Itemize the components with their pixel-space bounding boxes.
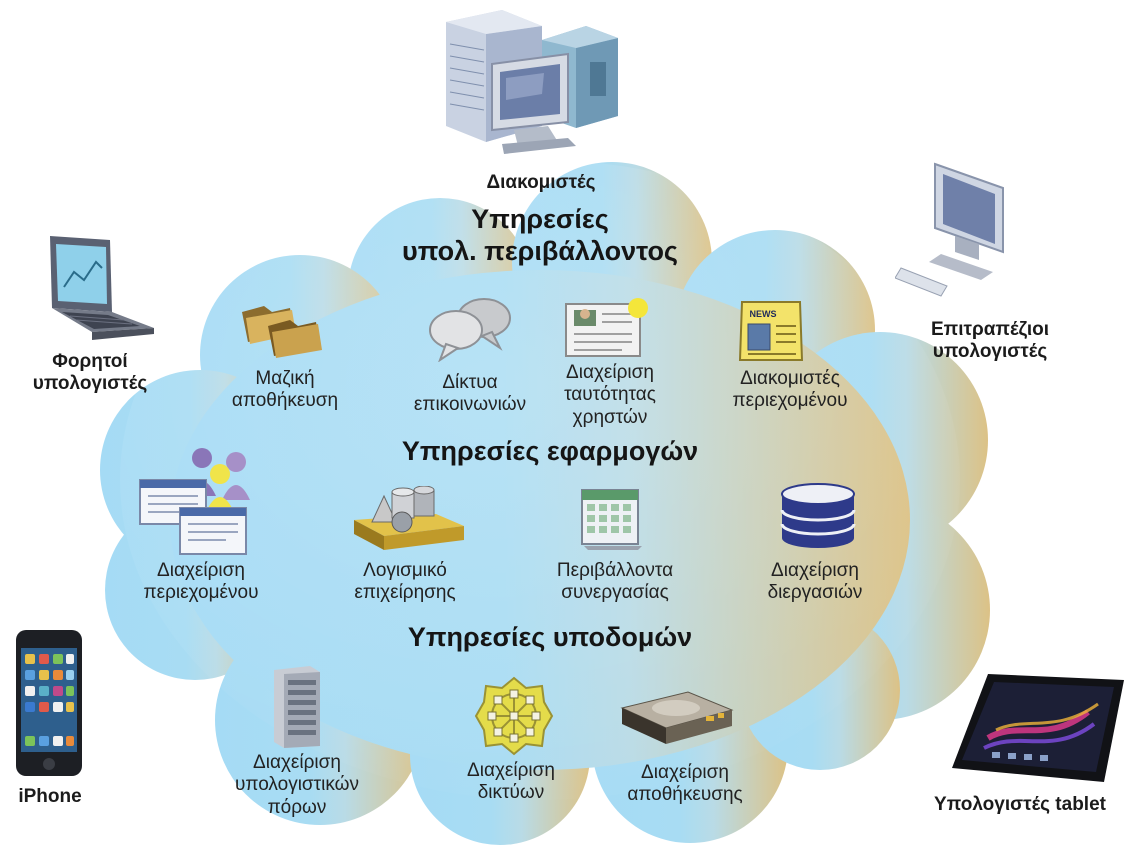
servers-icon <box>446 10 618 154</box>
iphone-label: iPhone <box>18 786 82 807</box>
database-icon <box>780 483 856 548</box>
id-card-icon <box>565 298 648 357</box>
svg-text:NEWS: NEWS <box>750 309 777 319</box>
newspaper-icon: NEWS <box>738 301 804 361</box>
iphone-icon <box>16 630 82 776</box>
shapes-tray-icon <box>354 486 464 550</box>
network-icon <box>474 676 554 756</box>
infrastructure-services-heading: Υπηρεσίες υποδομών <box>407 622 693 652</box>
laptop-icon <box>50 236 154 340</box>
desktop-icon <box>895 162 1004 297</box>
tablet-label: Υπολογιστές tablet <box>934 794 1106 815</box>
hard-drive-icon <box>620 691 734 744</box>
server-tower-icon <box>274 666 320 748</box>
users-documents-icon <box>139 448 250 555</box>
application-services-heading: Υπηρεσίες εφαρμογών <box>401 436 699 466</box>
tablet-icon <box>952 674 1124 782</box>
folders-icon <box>242 306 322 358</box>
chat-bubbles-icon <box>429 298 511 362</box>
servers-label: Διακομιστές <box>486 172 596 193</box>
calendar-icon <box>581 489 642 550</box>
